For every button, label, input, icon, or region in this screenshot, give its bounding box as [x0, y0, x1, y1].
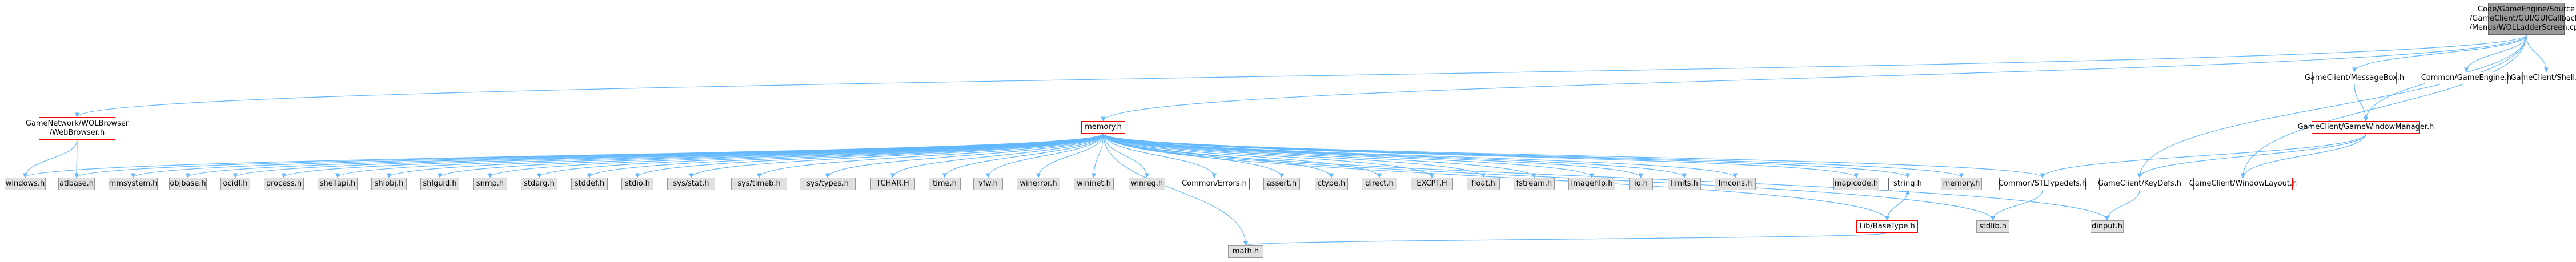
- node-wininet-h[interactable]: wininet.h: [1074, 178, 1114, 190]
- edges-layer: [22, 34, 2549, 246]
- node-process-h[interactable]: process.h: [264, 178, 304, 190]
- edge-memory-to-lmcons: [1102, 133, 1738, 178]
- edge-root-to-memory: [1101, 34, 2527, 122]
- node-time-h[interactable]: time.h: [929, 178, 961, 190]
- edge-root-to-windowlayout: [2240, 34, 2527, 178]
- node-sys-stat-h[interactable]: sys/stat.h: [667, 178, 715, 190]
- node-string-h[interactable]: string.h: [1888, 178, 1927, 190]
- node-webbrowser-h[interactable]: GameNetwork/WOLBrowser /WebBrowser.h: [26, 117, 129, 140]
- edge-gamewindowmanager-to-stltypedefs: [2040, 133, 2366, 178]
- edge-memory-to-dinput: [1102, 133, 2110, 221]
- node-winreg-h[interactable]: winreg.h: [1129, 178, 1165, 190]
- node-lmcons-h[interactable]: lmcons.h: [1715, 178, 1756, 190]
- node-assert-h[interactable]: assert.h: [1263, 178, 1300, 190]
- node-limits-h[interactable]: limits.h: [1668, 178, 1701, 190]
- node-system-memory-h[interactable]: memory.h: [1941, 178, 1982, 190]
- node-lib-basetype-h[interactable]: Lib/BaseType.h: [1856, 220, 1918, 233]
- edge-root-to-messagebox: [2352, 34, 2527, 72]
- edge-memory-to-stdarg: [536, 133, 1104, 178]
- edge-memory-to-stdlib: [1102, 133, 1996, 221]
- node-shlobj-h[interactable]: shlobj.h: [371, 178, 407, 190]
- node-messagebox-h[interactable]: GameClient/MessageBox.h: [2305, 72, 2404, 84]
- node-math-h[interactable]: math.h: [1228, 245, 1263, 258]
- edge-memory-to-libbasetype: [1102, 133, 1890, 221]
- node-stdlib-h[interactable]: stdlib.h: [1976, 220, 2009, 233]
- node-dinput-h[interactable]: dinput.h: [2091, 220, 2124, 233]
- node-fstream-h[interactable]: fstream.h: [1514, 178, 1555, 190]
- node-shlguid-h[interactable]: shlguid.h: [420, 178, 459, 190]
- node-mmsystem-h[interactable]: mmsystem.h: [109, 178, 158, 190]
- node-gamewindowmanager-h[interactable]: GameClient/GameWindowManager.h: [2298, 121, 2434, 134]
- edge-gamewindowmanager-to-windowlayout: [2240, 133, 2366, 178]
- edge-root-to-gameclientshell: [2526, 34, 2549, 72]
- node-windows-h[interactable]: windows.h: [5, 178, 46, 190]
- edge-memory-to-fstream: [1102, 133, 1537, 178]
- edge-root-to-keydefs: [2137, 34, 2527, 178]
- node-snmp-h[interactable]: snmp.h: [473, 178, 507, 190]
- node-io-h[interactable]: io.h: [1629, 178, 1653, 190]
- node-common-errors-h[interactable]: Common/Errors.h: [1179, 178, 1250, 190]
- edge-memory-to-float: [1102, 133, 1486, 178]
- edge-webbrowser-to-windows: [22, 139, 78, 178]
- node-mapicode-h[interactable]: mapicode.h: [1833, 178, 1879, 190]
- edge-memory-to-time: [942, 133, 1104, 178]
- node-direct-h[interactable]: direct.h: [1362, 178, 1397, 190]
- edge-root-to-commongameengine: [2463, 34, 2527, 72]
- node-tchar-h[interactable]: TCHAR.H: [870, 178, 915, 190]
- node-atlbase-h[interactable]: atlbase.h: [58, 178, 95, 190]
- edge-memory-to-memoryh2: [1102, 133, 1964, 178]
- edge-memory-to-limits: [1102, 133, 1687, 178]
- node-imagehlp-h[interactable]: imagehlp.h: [1568, 178, 1615, 190]
- node-ocidl-h[interactable]: ocidl.h: [220, 178, 250, 190]
- edge-memory-to-commonerrors: [1102, 133, 1217, 178]
- edge-memory-to-systypes: [825, 133, 1104, 178]
- edge-memory-to-wininet: [1091, 133, 1104, 178]
- node-gameclient-shell-h[interactable]: GameClient/Shell.h: [2511, 72, 2576, 84]
- edge-memory-to-stltypedefs: [1102, 133, 2045, 178]
- edge-string-to-libbasetype: [1884, 190, 1908, 221]
- node-stdio-h[interactable]: stdio.h: [621, 178, 653, 190]
- node-float-h[interactable]: float.h: [1467, 178, 1500, 190]
- edge-memory-to-stddef: [587, 133, 1104, 178]
- node-memory-h[interactable]: memory.h: [1081, 121, 1125, 134]
- edge-memory-to-systimeb: [756, 133, 1104, 178]
- node-wol-ladder-screen-cpp[interactable]: Code/GameEngine/Source /GameClient/GUI/G…: [2469, 3, 2576, 35]
- edge-libbasetype-to-math: [1243, 232, 1888, 246]
- edge-gamewindowmanager-to-keydefs: [2137, 133, 2366, 178]
- node-winerror-h[interactable]: winerror.h: [1017, 178, 1060, 190]
- node-stddef-h[interactable]: stddef.h: [571, 178, 608, 190]
- node-objbase-h[interactable]: objbase.h: [169, 178, 207, 190]
- node-common-gameengine-h[interactable]: Common/GameEngine.h: [2421, 72, 2511, 84]
- edge-memory-to-math: [1102, 133, 1249, 246]
- node-sys-timeb-h[interactable]: sys/timeb.h: [731, 178, 787, 190]
- edge-memory-to-imagehlp: [1102, 133, 1595, 178]
- node-common-stltypedefs-h[interactable]: Common/STLTypedefs.h: [1999, 178, 2087, 190]
- node-gameclient-keydefs-h[interactable]: GameClient/KeyDefs.h: [2098, 178, 2181, 190]
- node-shellapi-h[interactable]: shellapi.h: [318, 178, 358, 190]
- node-excpt-h[interactable]: EXCPT.H: [1411, 178, 1453, 190]
- edge-memory-to-excpt: [1102, 133, 1435, 178]
- node-ctype-h[interactable]: ctype.h: [1315, 178, 1348, 190]
- node-sys-types-h[interactable]: sys/types.h: [800, 178, 856, 190]
- node-stdarg-h[interactable]: stdarg.h: [521, 178, 557, 190]
- node-vfw-h[interactable]: vfw.h: [973, 178, 1003, 190]
- edge-memory-to-vfw: [985, 133, 1104, 178]
- node-gameclient-windowlayout-h[interactable]: GameClient/WindowLayout.h: [2189, 178, 2297, 190]
- edge-memory-to-tchar: [890, 133, 1104, 178]
- edge-stltypedefs-to-stdlib: [1990, 190, 2043, 221]
- edge-memory-to-winreg: [1102, 133, 1150, 178]
- edge-keydefs-to-dinput: [2104, 190, 2140, 221]
- edge-memory-to-stdio: [635, 133, 1104, 178]
- edge-messagebox-to-gamewindowmanager: [2354, 84, 2369, 122]
- edge-memory-to-sysstat: [688, 133, 1104, 178]
- edge-root-to-webbrowser: [75, 34, 2527, 118]
- edge-memory-to-winerror: [1036, 133, 1104, 178]
